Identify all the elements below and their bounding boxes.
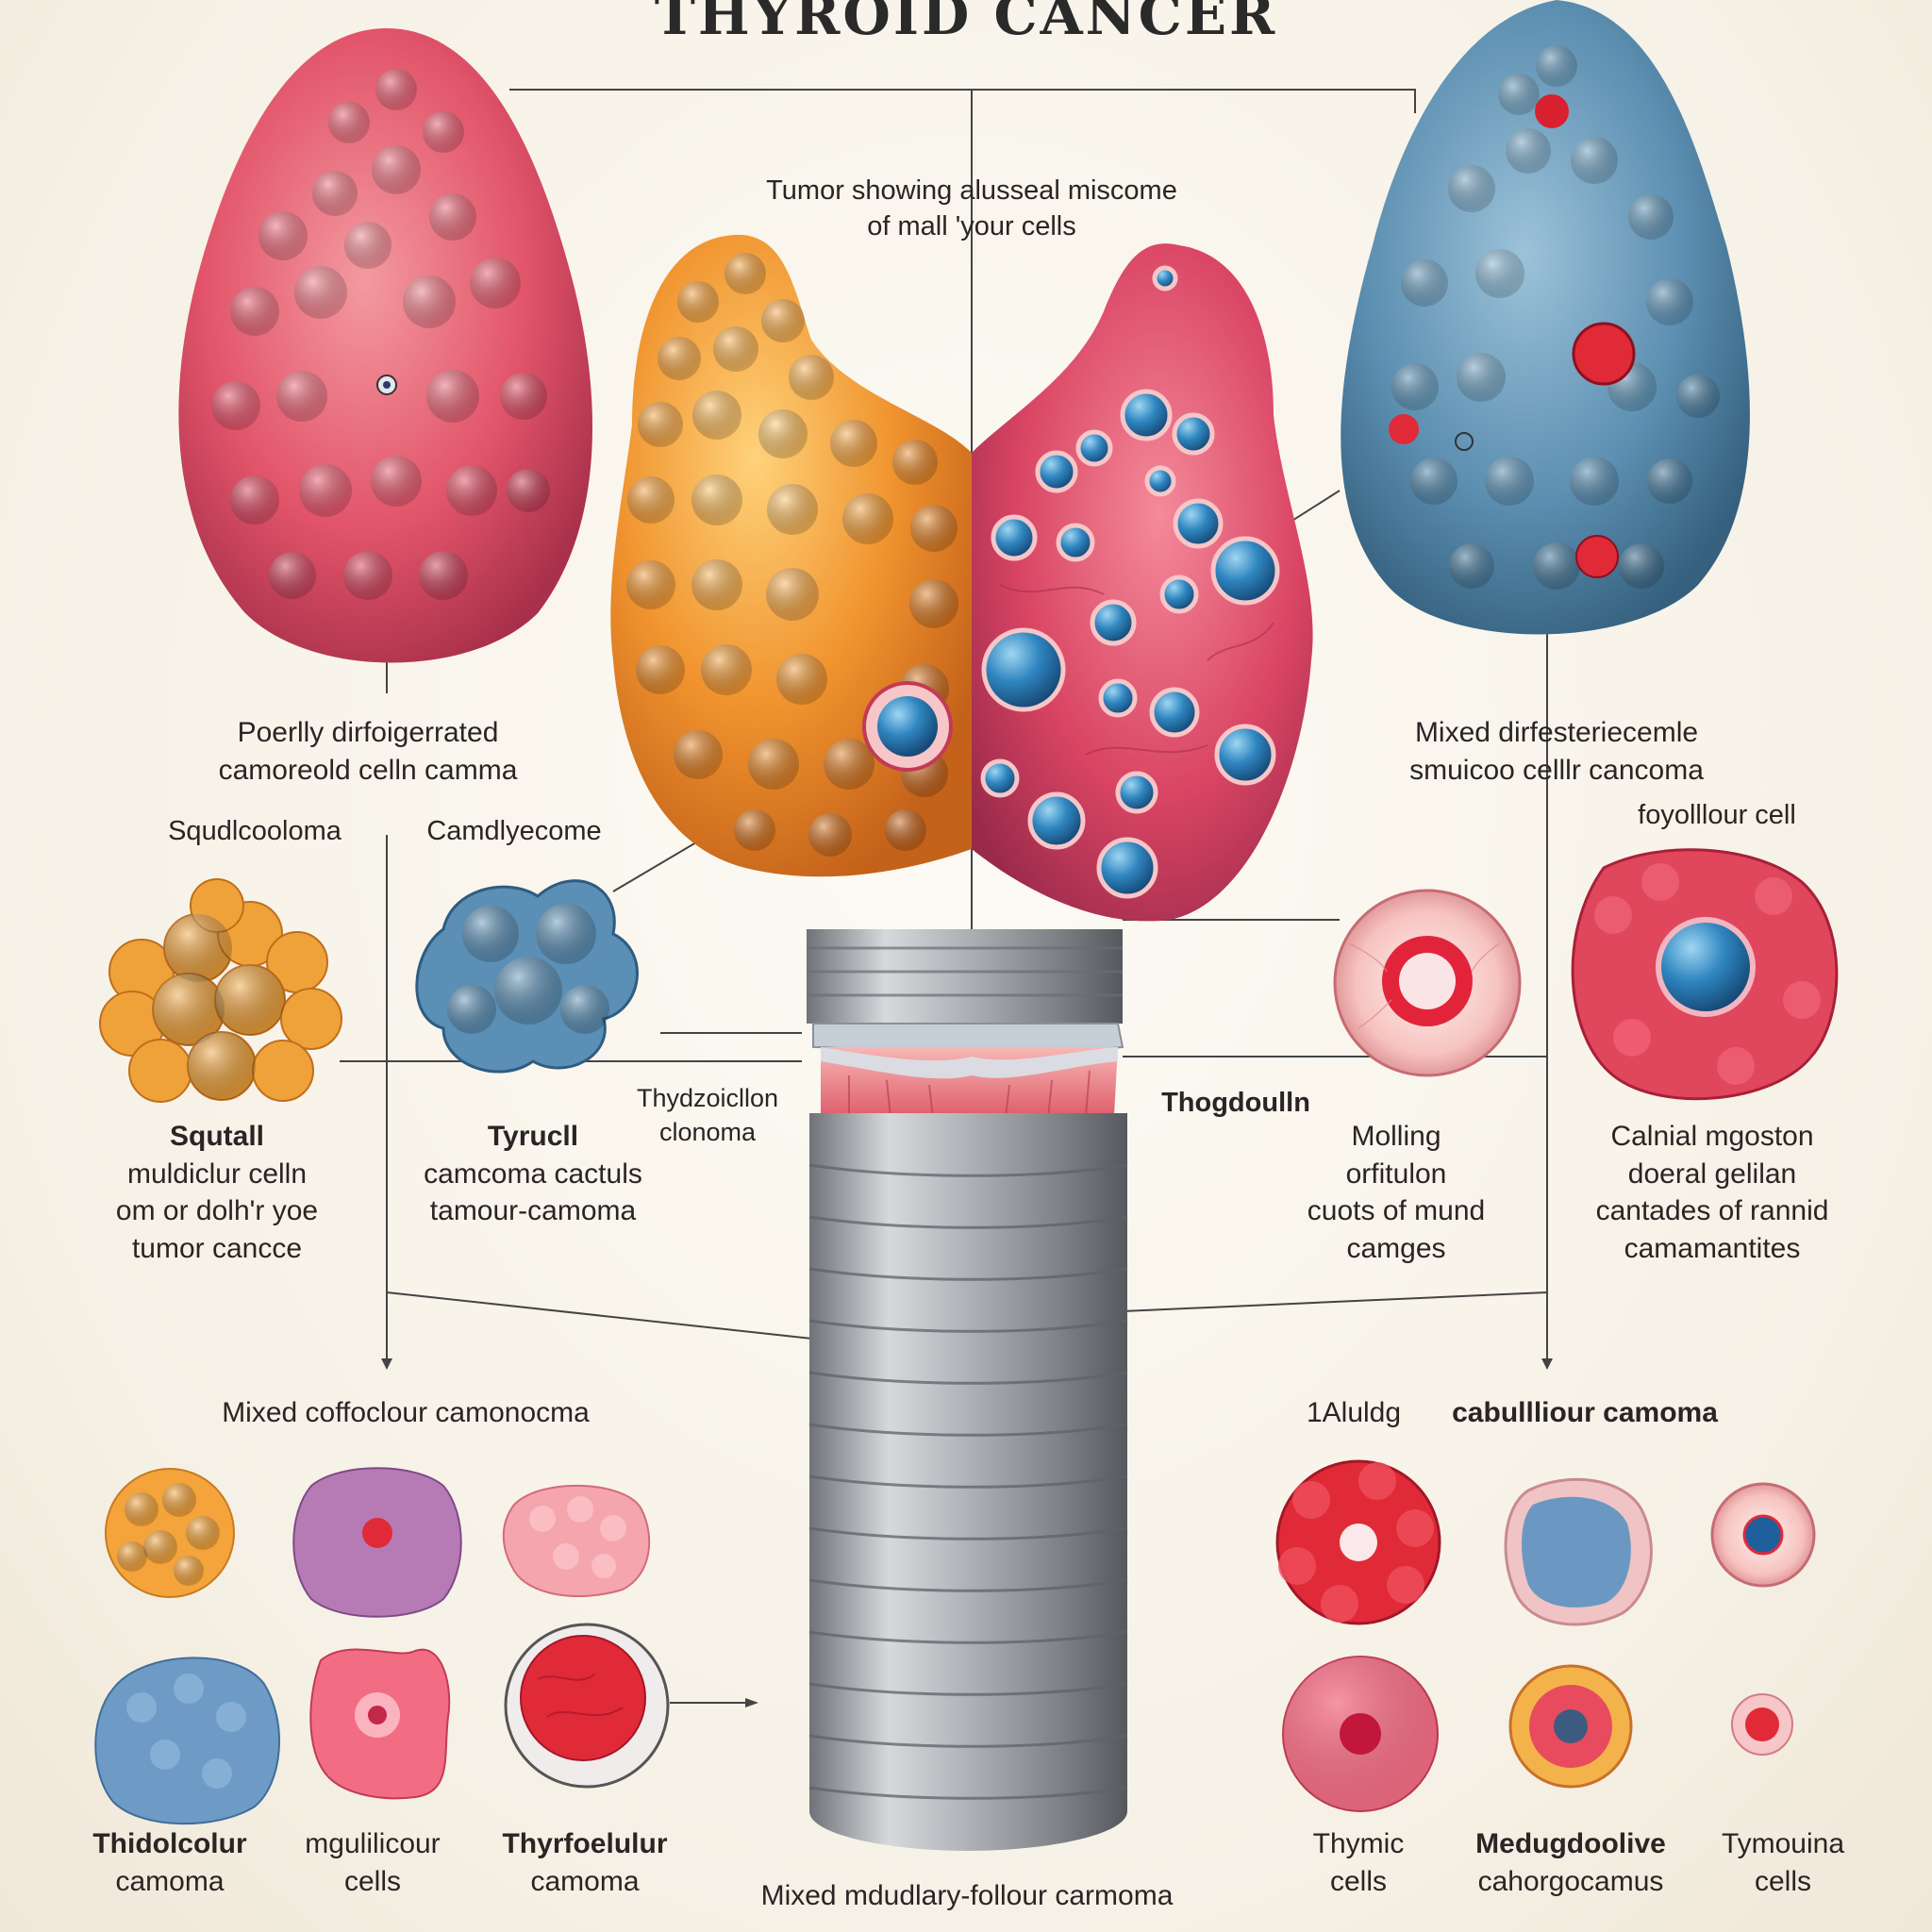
central-thyroid-orange-half	[610, 234, 972, 877]
section-header-right-prefix: 1Aluldg	[1306, 1397, 1402, 1428]
bottom-caption: Mixed mdudlary-follour carmoma	[760, 1880, 1174, 1911]
bottom-left-purple-cell	[292, 1467, 462, 1618]
label-molling-line-1: Molling	[1351, 1121, 1441, 1152]
label-camdlyecome: Camdlyecome	[426, 816, 602, 846]
trachea	[807, 929, 1128, 1851]
label-tyrucll-line-2: camcoma cactuls	[424, 1158, 642, 1190]
bottom-right-blue-core-cell	[1504, 1477, 1653, 1626]
squamous-orange-cell-cluster	[99, 878, 342, 1103]
pink-thyroid-lobe	[178, 28, 592, 663]
bottom-right-small-eye-cell	[1710, 1482, 1816, 1588]
top-caption-line-2: of mall 'your cells	[867, 211, 1076, 242]
bottom-right-tiny-red-cell	[1731, 1693, 1793, 1756]
label-thydzoicllon-line-2: clonoma	[658, 1117, 757, 1146]
right-lobe-label: Mixed dirfesteriecemle smuicoo celllr ca…	[1358, 714, 1755, 789]
bottom-right-label-3-line-2: cells	[1754, 1865, 1811, 1897]
label-molling: Molling orfitulon cuots of mund camges	[1283, 1118, 1509, 1267]
label-calnial-line-4: camamantites	[1624, 1232, 1801, 1264]
label-calnial-line-1: Calnial mgoston	[1610, 1121, 1814, 1152]
label-molling-line-2: orfitulon	[1345, 1158, 1447, 1190]
label-squtall: Squtall muldiclur celln om or dolh'r yoe…	[75, 1118, 358, 1267]
bottom-right-label-2: Medugdoolive cahorgocamus	[1448, 1825, 1693, 1900]
bottom-right-label-3-line-1: Tymouina	[1721, 1828, 1845, 1859]
bottom-right-label-1-line-2: cells	[1329, 1865, 1387, 1897]
section-header-right: cabullliour camoma	[1452, 1397, 1718, 1428]
bottom-right-label-1-line-1: Thymic	[1312, 1828, 1405, 1859]
left-lobe-label-line-1: Poerlly dirfoigerrated	[237, 717, 499, 748]
bottom-left-red-cell-in-dish	[504, 1623, 670, 1789]
follicular-red-cell	[1571, 848, 1839, 1101]
label-squtall-line-3: om or dolh'r yoe	[115, 1195, 319, 1227]
bottom-right-label-3: Tymouina cells	[1689, 1825, 1877, 1900]
bottom-right-label-2-line-2: cahorgocamus	[1477, 1865, 1664, 1897]
bottom-right-gold-ring-cell	[1508, 1664, 1633, 1789]
bottom-left-pink-flower-cell	[309, 1648, 451, 1800]
label-squtall-line-1: Squtall	[169, 1121, 264, 1152]
eye-like-cell	[1333, 889, 1522, 1077]
label-tyrucll-line-1: Tyrucll	[487, 1121, 579, 1152]
bottom-right-red-ring-cell	[1275, 1459, 1441, 1625]
blue-tumor-cell-cluster	[415, 879, 639, 1074]
right-lobe-label-line-2: smuicoo celllr cancoma	[1409, 754, 1704, 786]
bottom-left-label-3-line-2: camoma	[530, 1865, 640, 1897]
label-foyollour-cell: foyolllour cell	[1638, 800, 1796, 830]
bottom-left-label-2: mgulilicour cells	[274, 1825, 472, 1900]
bottom-left-label-1-line-1: Thidolcolur	[92, 1828, 247, 1859]
section-header-left: Mixed coffoclour camonocma	[222, 1397, 590, 1428]
label-squtall-line-4: tumor cancce	[131, 1232, 303, 1264]
bottom-right-label-1: Thymic cells	[1278, 1825, 1439, 1900]
label-calnial: Calnial mgoston doeral gelilan cantades …	[1571, 1118, 1854, 1267]
bottom-left-orange-cell	[105, 1468, 235, 1598]
label-tyrucll: Tyrucll camcoma cactuls tamour-camoma	[396, 1118, 670, 1230]
bottom-right-label-2-line-1: Medugdoolive	[1475, 1828, 1666, 1859]
label-molling-line-3: cuots of mund	[1307, 1195, 1486, 1227]
blue-thyroid-lobe	[1341, 0, 1750, 635]
label-squtall-line-2: muldiclur celln	[126, 1158, 308, 1190]
label-thydzoicllon-line-1: Thydzoicllon	[636, 1084, 779, 1112]
bottom-left-label-1-line-2: camoma	[115, 1865, 225, 1897]
left-lobe-label-line-2: camoreold celln camma	[218, 754, 518, 786]
bottom-left-blue-cell	[94, 1657, 280, 1825]
label-thydzoicllon: Thydzoicllon clonoma	[585, 1082, 830, 1149]
page-title: THYROID CANCER	[654, 0, 1278, 47]
label-squdlcooloma: Squdlcooloma	[168, 816, 341, 846]
central-thyroid-red-half	[972, 243, 1313, 922]
label-thogdoulln: Thogdoulln	[1161, 1088, 1310, 1118]
arrowheads	[381, 1358, 1553, 1707]
top-caption-line-1: Tumor showing alusseal miscome	[766, 175, 1177, 206]
right-lobe-label-line-1: Mixed dirfesteriecemle	[1414, 717, 1699, 748]
label-calnial-line-2: doeral gelilan	[1627, 1158, 1797, 1190]
label-molling-line-4: camges	[1346, 1232, 1446, 1264]
bottom-left-label-2-line-1: mgulilicour	[305, 1828, 441, 1859]
label-calnial-line-3: cantades of rannid	[1595, 1195, 1829, 1227]
bottom-left-label-3-line-1: Thyrfoelulur	[502, 1828, 668, 1859]
left-lobe-label: Poerlly dirfoigerrated camoreold celln c…	[179, 714, 557, 789]
top-caption: Tumor showing alusseal miscome of mall '…	[689, 173, 1255, 245]
bottom-left-label-3: Thyrfoelulur camoma	[476, 1825, 693, 1900]
bottom-left-pink-cell	[502, 1484, 651, 1598]
label-tyrucll-line-3: tamour-camoma	[429, 1195, 637, 1227]
bottom-right-pink-ring-cell	[1282, 1656, 1439, 1812]
bottom-left-label-1: Thidolcolur camoma	[75, 1825, 264, 1900]
bottom-left-label-2-line-2: cells	[343, 1865, 401, 1897]
